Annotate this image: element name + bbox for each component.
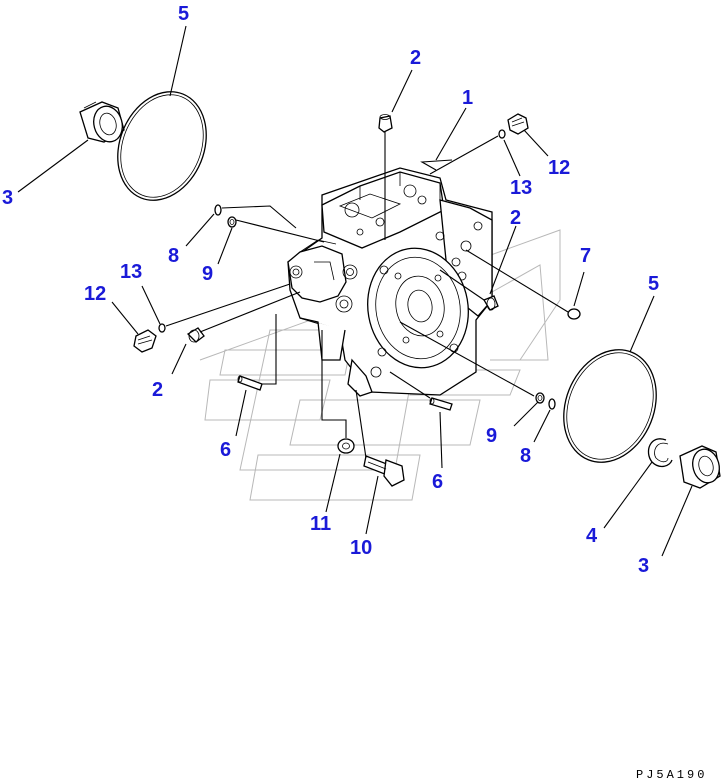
callout-10: 10 (350, 537, 372, 559)
callout-labels: 1 2 2 2 3 3 4 5 5 6 6 7 8 8 9 9 10 11 12… (2, 3, 659, 577)
fitting-left (133, 329, 157, 353)
callout-2-top: 2 (410, 47, 421, 69)
bearing-upper-left (79, 101, 125, 143)
plug-left (186, 327, 205, 343)
callout-6-right: 6 (432, 471, 443, 493)
callout-8-upper-left: 8 (168, 245, 179, 267)
bearing-lower-right (679, 445, 721, 489)
callout-3-lower-right: 3 (638, 555, 649, 577)
small-o-ring-left (158, 323, 166, 333)
dowel-pin-left (237, 375, 263, 391)
callout-6-left: 6 (220, 439, 231, 461)
callout-3-upper-left: 3 (2, 187, 13, 209)
pin-lower-right (548, 398, 556, 410)
cap (567, 308, 581, 320)
plug-right (483, 295, 499, 311)
pump-body (287, 167, 493, 397)
callout-2-left: 2 (152, 379, 163, 401)
drawing-code: PJ5A190 (636, 768, 707, 782)
o-ring-lower-right (563, 349, 657, 463)
pin-upper-left (214, 204, 222, 216)
ring-upper-left (227, 216, 237, 228)
callout-4: 4 (586, 525, 598, 547)
callout-9-lower-right: 9 (486, 425, 497, 447)
bolt (363, 455, 405, 487)
callout-12-left: 12 (84, 283, 106, 305)
callout-8-lower-right: 8 (520, 445, 531, 467)
callout-9-upper-left: 9 (202, 263, 213, 285)
washer (337, 438, 355, 454)
ring-lower-right (535, 392, 545, 404)
callout-5-lower-right: 5 (648, 273, 659, 295)
callout-12-upper-right: 12 (548, 157, 570, 179)
small-o-ring-upper (498, 129, 506, 139)
callout-1: 1 (462, 87, 473, 109)
plug-top (378, 114, 393, 133)
leader-lines (17, 25, 693, 557)
dowel-pin-right (429, 397, 453, 411)
o-ring-upper-left (117, 91, 207, 201)
callout-11: 11 (310, 513, 331, 535)
callout-13-left: 13 (120, 261, 142, 283)
callout-7: 7 (580, 245, 591, 267)
callout-13-upper: 13 (510, 177, 532, 199)
callout-5-upper-left: 5 (178, 3, 189, 25)
fitting-upper-right (507, 113, 529, 135)
callout-2-right: 2 (510, 207, 521, 229)
